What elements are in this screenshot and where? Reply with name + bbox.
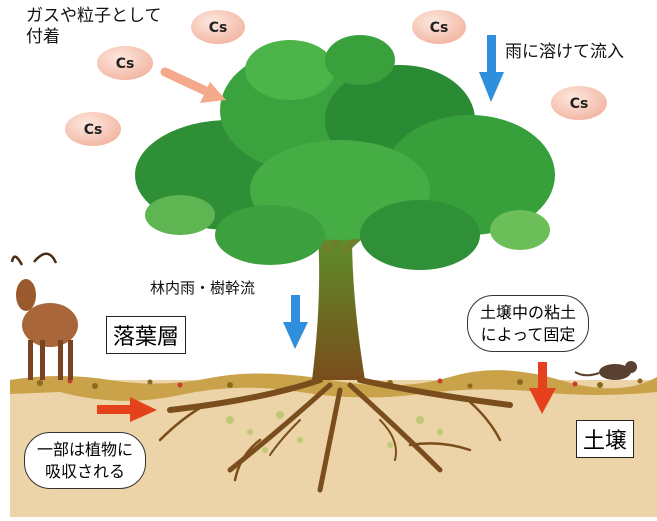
svg-text:Cs: Cs [430,20,449,36]
tree-roots [158,377,513,493]
throughfall-arrow [283,295,308,349]
clay-fixation-label: 土壌中の粘土 によって固定 [467,295,590,353]
svg-text:Cs: Cs [570,96,589,112]
svg-text:Cs: Cs [209,20,228,36]
cs-particle: Cs [551,86,607,120]
cs-particle: Cs [412,10,466,44]
cs-particle: Cs [65,112,121,146]
svg-text:Cs: Cs [116,56,135,72]
tree-canopy [135,35,555,270]
soil-label: 土壌 [576,420,635,458]
absorb-arrow [97,397,157,422]
clay-arrow [529,362,556,414]
plant-absorption-label: 一部は植物に 吸収される [24,432,147,490]
litter-strip [10,370,657,401]
antelope-illustration [10,252,78,380]
litter-red-leaves [67,378,578,388]
cs-particle: Cs [191,10,245,44]
root-absorption-dots [226,411,443,453]
cs-particle: Cs [97,46,153,80]
rain-dissolve-label: 雨に溶けて流入 [505,42,624,62]
salmon-arrow [160,67,226,103]
mouse-illustration [574,361,637,380]
throughfall-label: 林内雨・樹幹流 [150,279,256,297]
litter-layer-label: 落葉層 [106,316,187,354]
tree-trunk [312,235,365,380]
svg-text:Cs: Cs [84,122,103,138]
gas-particle-label: ガスや粒子として 付着 [26,6,162,48]
litter-leaves [37,378,643,389]
rain-arrow [479,35,504,102]
